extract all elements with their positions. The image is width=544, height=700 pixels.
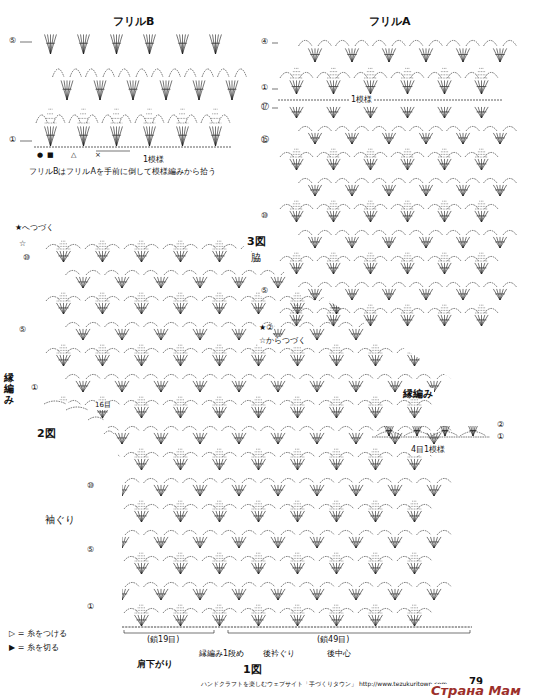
edging-sample [372, 426, 490, 437]
part-name: 袖ぐり [44, 514, 76, 525]
row-arrow [20, 42, 278, 141]
row-number: ⑩ [22, 254, 31, 263]
repeat-note: 4目1模様 [410, 446, 446, 455]
row-number: ① [496, 433, 505, 442]
row-number: ① [260, 84, 269, 93]
row-number: ④ [260, 38, 269, 47]
repeat-note: 1模様 [142, 156, 165, 165]
stitch-symbol: △ [70, 152, 77, 160]
frill-a-chart [278, 40, 517, 326]
stitch-count: 16目 [94, 402, 112, 410]
row-number: ⑤ [8, 37, 17, 46]
edging-note: 縁編み1段め [198, 650, 245, 659]
frill-b-chart [34, 34, 247, 151]
continuation-note: ★へつづく [14, 224, 55, 233]
figure-number: 2図 [36, 428, 57, 440]
row-number: ⑩ [260, 212, 269, 221]
continuation-mark: ☆ [18, 240, 27, 249]
watermark: Страна Мам [430, 684, 522, 698]
stitch-symbol: ■ [46, 152, 55, 160]
dimension-bracket [124, 630, 470, 633]
row-number: ① [86, 603, 95, 612]
part-name: 脇 [250, 252, 262, 263]
body-chart [46, 241, 452, 626]
row-number: ① [30, 384, 39, 393]
chain-count: (鎖19目) [146, 636, 180, 645]
row-number: ② [496, 421, 505, 430]
row-number: ⑮ [260, 136, 270, 145]
edging-title: 縁編み [402, 388, 434, 399]
section-title: フリルA [368, 16, 412, 28]
stitch-symbol: ● [36, 152, 44, 160]
repeat-note: 1模様 [350, 96, 373, 105]
row-number: ⑤ [260, 287, 269, 296]
legend-note: ▶ = 糸を切る [8, 644, 60, 653]
row-number: ⑰ [260, 103, 270, 112]
part-name: 後衿ぐり [262, 650, 296, 659]
row-number: ★② [258, 324, 274, 333]
stitch-symbol: × [94, 152, 102, 160]
part-name: 肩下がり [136, 660, 174, 670]
row-number: ① [8, 136, 17, 145]
row-number: ⑩ [86, 482, 95, 491]
row-number: ⑤ [86, 546, 95, 555]
legend-note: ▷ = 糸をつける [8, 630, 68, 639]
edging-title: 縁編み [3, 372, 15, 405]
footer-credit: ハンドクラフトを楽しむウェブサイト「手づくりタウン」 http://www.te… [200, 681, 448, 688]
chain-count: (鎖49目) [316, 636, 350, 645]
part-name: 後中心 [326, 650, 352, 659]
continuation-note: ☆からつづく [258, 337, 307, 346]
figure-number: 3図 [246, 236, 267, 248]
instruction-note: フリルBはフリルAを手前に倒して模様編みから拾う [28, 168, 217, 177]
row-number: ⑤ [18, 326, 27, 335]
foundation-chain [122, 627, 472, 628]
figure-number: 1図 [242, 664, 263, 676]
section-title: フリルB [112, 16, 155, 28]
